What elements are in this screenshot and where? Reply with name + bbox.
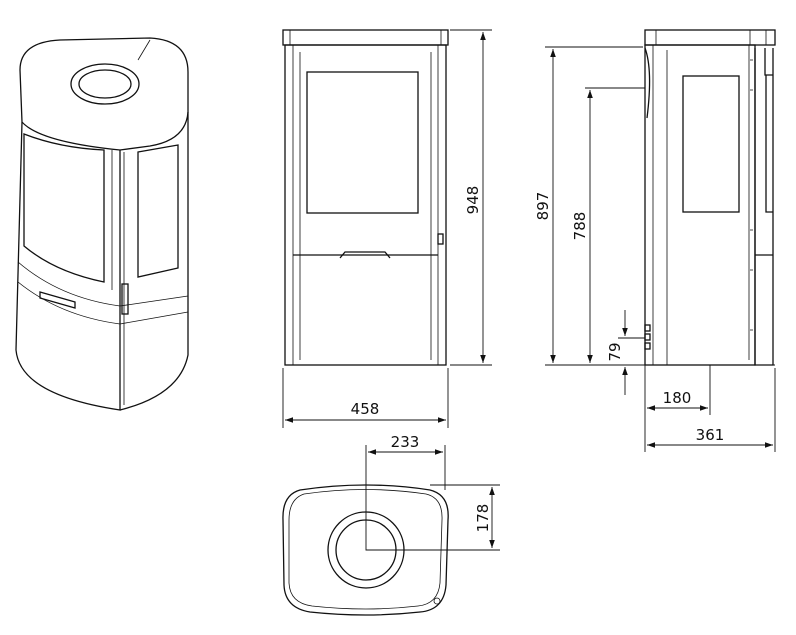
dim-897-label: 897: [534, 192, 552, 221]
dim-178-label: 178: [474, 504, 492, 533]
front-height-dimension: 948: [450, 29, 492, 366]
front-view: [282, 29, 449, 366]
dim-948-label: 948: [464, 186, 482, 215]
dim-788-label: 788: [571, 212, 589, 241]
dim-180-label: 180: [663, 389, 692, 407]
dim-458-label: 458: [351, 400, 380, 418]
front-width-dimension: 458: [282, 368, 449, 428]
side-view: [644, 29, 776, 366]
side-dimensions: 897 788 79 180 361: [534, 46, 776, 452]
dim-233-label: 233: [391, 433, 420, 451]
dim-79-label: 79: [606, 342, 624, 361]
isometric-view: [15, 37, 189, 411]
top-dimensions: 233 178: [365, 433, 500, 551]
dim-361-label: 361: [696, 426, 725, 444]
